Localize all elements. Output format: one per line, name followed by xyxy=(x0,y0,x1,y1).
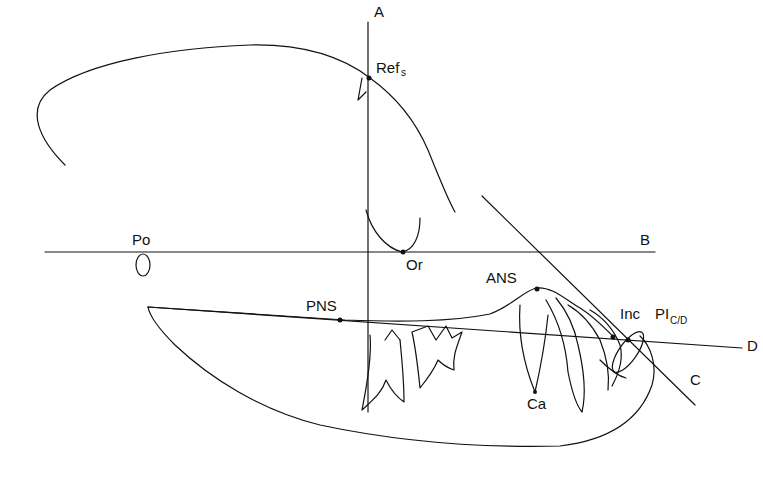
landmark-dot xyxy=(533,390,537,394)
molar-cusp xyxy=(385,330,400,340)
maxilla-outline xyxy=(148,288,614,337)
landmark-dot xyxy=(401,250,406,255)
landmark-label: Po xyxy=(132,232,150,247)
landmark-label: Inc xyxy=(620,306,640,321)
axis-letter: C xyxy=(690,372,701,387)
axis-letter: A xyxy=(374,4,384,19)
axis-letter: D xyxy=(747,338,758,353)
molar-tooth xyxy=(412,326,462,388)
frontal-sinus xyxy=(358,78,366,100)
landmark-dot xyxy=(626,338,631,343)
landmark-label: PI xyxy=(655,306,669,321)
jaw-outline xyxy=(148,307,654,446)
landmark-label: Or xyxy=(406,257,423,272)
canine-root xyxy=(520,305,548,392)
incisor-crown xyxy=(607,327,649,377)
landmark-label: ANS xyxy=(486,270,517,285)
landmark-label: PNS xyxy=(306,298,337,313)
molar-tooth xyxy=(362,335,404,410)
axis-letter: B xyxy=(640,232,650,247)
incisor-root xyxy=(568,305,609,390)
incisor-outline xyxy=(600,360,626,378)
landmark-dot xyxy=(338,318,343,323)
horizontal-reference-line xyxy=(45,251,655,252)
canine-tooth xyxy=(546,298,584,412)
landmark-dot xyxy=(611,335,616,340)
orbit-outline xyxy=(366,210,420,252)
landmark-dot xyxy=(367,76,372,81)
subscript: C/D xyxy=(670,316,687,326)
landmark-dot xyxy=(535,287,540,292)
landmark-label: Ref xyxy=(376,60,399,75)
landmark-label: Ca xyxy=(527,396,546,411)
skull-outline xyxy=(37,45,455,212)
subscript: s xyxy=(401,68,406,78)
porion-ear xyxy=(136,254,150,276)
incisor-root xyxy=(590,310,621,386)
